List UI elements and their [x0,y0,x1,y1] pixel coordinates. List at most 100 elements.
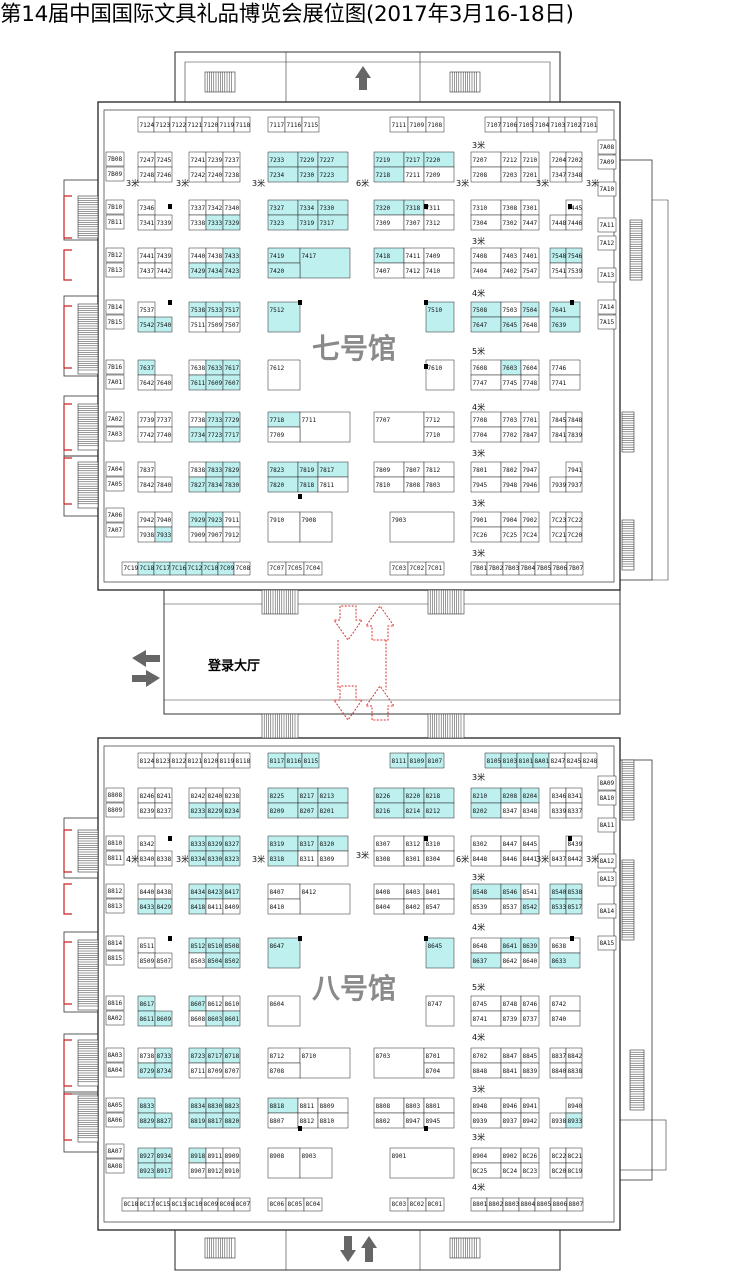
column-marker-icon [424,300,428,305]
booth-number: 7942 [140,517,155,524]
booth: 7C01 [425,561,445,576]
booth: 7323 [267,214,299,231]
booth: 8310 [423,835,455,852]
booth-number: 8611 [140,1016,155,1023]
aisle-width-label: 4米 [472,288,485,298]
booth: 7641 [549,301,581,318]
booth-number: 7209 [426,172,441,179]
booth-number: 7739 [140,417,155,424]
booth-number: 8C23 [523,1168,538,1175]
booth-number: 8438 [157,889,172,896]
booth-cell [565,476,583,493]
booth-cell [154,802,173,819]
booth-number: 8319 [270,841,285,848]
booth-number: 7330 [320,205,335,212]
booth-number: 8748 [503,1001,518,1008]
booth-number: 8502 [225,958,240,965]
side-booth: 7A09 [597,154,617,170]
booth: 8C21 [565,1147,583,1164]
booth-number: 8607 [191,1001,206,1008]
booth-number: 8711 [191,1068,206,1075]
booth: 7C18 [137,561,155,576]
booth: 8412 [299,883,351,915]
booth-number: 7823 [270,467,285,474]
booth: 7402 [500,262,522,279]
booth: 8811 [297,1097,319,1114]
booth: 8304 [423,850,455,867]
booth-number: 7C03 [392,565,407,572]
booth-cell [299,1147,333,1179]
booth: 7940 [154,511,173,528]
booth-number: 8815 [108,955,123,962]
booth: 8917 [154,1162,173,1179]
booth: 7541 [549,262,567,279]
booth-number: 7227 [320,157,335,164]
booth-cell [597,314,617,330]
booth: 8947 [403,1112,425,1129]
booth: 8210 [470,787,502,804]
booth-number: 7310 [473,205,488,212]
booth-number: 8510 [208,943,223,950]
stairs-icon [621,759,635,821]
booth: 8339 [549,802,567,819]
booth-cell [154,850,173,867]
booth-number: 7617 [225,365,240,372]
booth: 8220 [403,787,425,804]
booth: 7C26 [470,526,502,543]
booth: 7733 [205,411,224,428]
booth: 8540 [549,883,567,900]
booth: 8C03 [389,1197,409,1212]
booth: 8C07 [233,1197,251,1212]
booth: 8202 [470,802,502,819]
booth-number: 8841 [503,1068,518,1075]
booth-number: 7105 [519,122,534,129]
booth: 8511 [137,937,156,954]
booth-number: 7723 [208,432,223,439]
booth-number: 8105 [487,758,502,765]
booth-number: 8907 [191,1168,206,1175]
booth-number: 8745 [473,1001,488,1008]
booth-number: 7923 [208,517,223,524]
booth: 8607 [188,995,207,1012]
booth-number: 7903 [392,517,407,524]
booth-number: 8233 [191,808,206,815]
booth: 8546 [500,883,522,900]
booth-number: 8937 [503,1118,518,1125]
booth-number: 7901 [473,517,488,524]
booth: 7508 [470,301,502,318]
booth-number: 7217 [406,157,421,164]
booth-number: 7C26 [473,532,488,539]
booth-number: 7446 [568,220,583,227]
booth: 7101 [580,116,598,133]
booth-number: 7640 [157,380,172,387]
booth-number: 8718 [225,1053,240,1060]
booth-number: 7809 [376,467,391,474]
booth-cell [105,299,125,315]
booth: 8723 [188,1047,207,1064]
booth-number: 8C06 [270,1201,285,1208]
booth-cell [317,802,349,819]
booth: 8738 [137,1047,156,1064]
booth: 8638 [549,937,581,954]
booth-number: 7A10 [600,186,615,193]
booth: 8746 [520,995,540,1012]
booth: 8640 [520,952,540,969]
booth: 7511 [188,316,207,333]
booth-number: 8837 [552,1053,567,1060]
booth-number: 8347 [503,808,518,815]
booth-cell [549,316,581,333]
booth-number: 8703 [376,1053,391,1060]
booth-cell [105,802,125,818]
column-marker-icon [168,936,172,941]
booth: 8709 [205,1062,224,1079]
booth: 7C02 [407,561,427,576]
booth-number: 8401 [426,889,441,896]
booth-number: 7448 [552,220,567,227]
booth-cell [425,301,455,333]
booth-number: 8340 [140,856,155,863]
booth: 8C25 [470,1162,502,1179]
booth-number: 7801 [473,467,488,474]
booth-number: 8601 [225,1016,240,1023]
booth: 7301 [520,199,540,216]
side-booth: 8A10 [597,790,617,806]
